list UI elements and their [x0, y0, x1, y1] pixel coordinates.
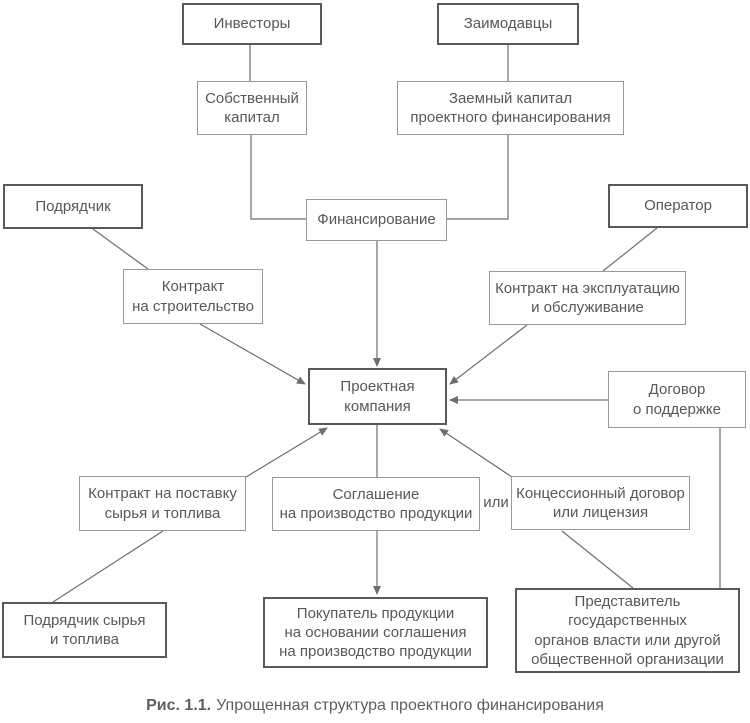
node-concession-agreement: Концессионный договор или лицензия: [511, 476, 690, 530]
node-financing: Финансирование: [306, 199, 447, 241]
node-investors: Инвесторы: [182, 3, 322, 45]
node-supply-contract: Контракт на поставку сырья и топлива: [79, 476, 246, 531]
node-operation-contract: Контракт на эксплуатацию и обслуживание: [489, 271, 686, 325]
node-fuel-supplier: Подрядчик сырья и топлива: [2, 602, 167, 658]
figure-caption-text: Упрощенная структура проектного финансир…: [216, 697, 604, 714]
edge-supply-project: [245, 427, 328, 478]
edge-contractor-construction: [92, 228, 149, 270]
edge-supply-fuelsupplier: [52, 530, 164, 603]
node-product-buyer: Покупатель продукции на основании соглаш…: [263, 597, 488, 668]
node-production-agreement: Соглашение на производство продукции: [272, 477, 480, 531]
node-lenders: Заимодавцы: [437, 3, 579, 45]
edge-construction-project: [199, 323, 306, 385]
or-connector-label: или: [483, 494, 509, 511]
node-government-representative: Представитель государственных органов вл…: [515, 588, 740, 673]
edge-concession-project: [439, 428, 513, 478]
node-operator: Оператор: [608, 184, 748, 228]
node-debt-capital: Заемный капитал проектного финансировани…: [397, 81, 624, 135]
edge-operation-project: [449, 324, 528, 385]
edge-operator-operation: [602, 227, 658, 272]
edge-concession-gov: [561, 530, 634, 589]
node-equity-capital: Собственный капитал: [197, 81, 307, 135]
node-construction-contract: Контракт на строительство: [123, 269, 263, 324]
figure-caption-number: Рис. 1.1.: [146, 697, 212, 714]
figure-caption: Рис. 1.1.Упрощенная структура проектного…: [0, 697, 750, 715]
node-support-agreement: Договор о поддержке: [608, 371, 746, 428]
node-project-company: Проектная компания: [308, 368, 447, 425]
node-contractor: Подрядчик: [3, 184, 143, 229]
edge-debt-financing: [447, 135, 509, 220]
edge-equity-financing: [250, 135, 306, 220]
